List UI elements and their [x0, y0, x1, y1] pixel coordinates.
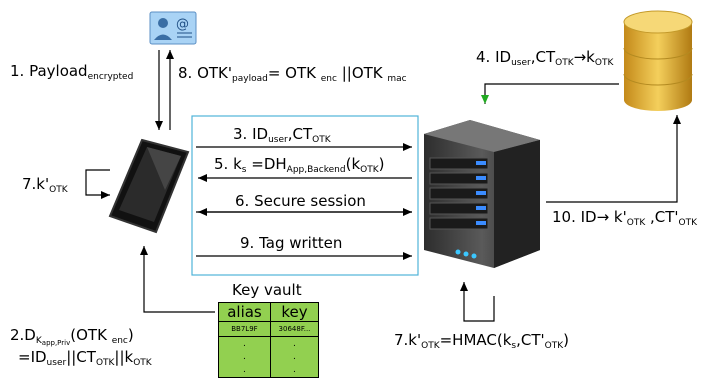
label-step2-line1: 2.DKapp,Priv(OTK enc): [10, 326, 134, 347]
server-icon: [424, 120, 540, 268]
key-vault-table: alias key BB7L9F 30648F... . . . . . .: [218, 302, 320, 378]
vault-header-key: key: [269, 302, 320, 322]
session-box: [191, 115, 419, 276]
table-row: BB7L9F 30648F...: [218, 321, 320, 337]
label-step7-server: 7.k'OTK=HMAC(ks,CT'OTK): [394, 331, 569, 351]
label-step9: 9. Tag written: [240, 234, 343, 252]
label-step7-phone: 7.k'OTK: [22, 175, 68, 195]
email-contact-icon: @: [149, 11, 197, 45]
database-icon: [623, 10, 693, 111]
arrow-vault-to-phone: [140, 246, 215, 313]
label-step4: 4. IDuser,CTOTK→kOTK: [476, 48, 614, 68]
vault-cell-ellipsis: . . .: [218, 336, 271, 378]
table-row: alias key: [218, 302, 320, 322]
label-step8: 8. OTK'payload= OTK enc ||OTK mac: [178, 64, 407, 84]
label-step3: 3. IDuser,CTOTK: [233, 125, 331, 145]
arrow-step10: [546, 115, 681, 203]
table-row: . . . . . .: [218, 336, 320, 378]
arrow-phone-self-loop: [85, 169, 110, 199]
vault-header-alias: alias: [218, 302, 271, 322]
vault-cell-alias: BB7L9F: [218, 321, 271, 337]
arrow-server-self-loop: [460, 282, 495, 322]
smartphone-icon: [108, 138, 190, 234]
label-step2-line2: =IDuser||CTOTK||kOTK: [18, 348, 152, 368]
vault-cell-key: 30648F...: [269, 321, 320, 337]
label-step6: 6. Secure session: [235, 192, 366, 210]
key-vault-title: Key vault: [232, 281, 302, 299]
label-step10: 10. ID→ k'OTK ,CT'OTK: [552, 208, 698, 228]
svg-text:@: @: [176, 17, 189, 32]
arrow-step4: [481, 83, 619, 104]
label-step5: 5. ks =DHApp,Backend(kOTK): [214, 155, 385, 175]
label-step1: 1. Payloadencrypted: [10, 62, 134, 82]
vault-cell-ellipsis: . . .: [269, 336, 320, 378]
